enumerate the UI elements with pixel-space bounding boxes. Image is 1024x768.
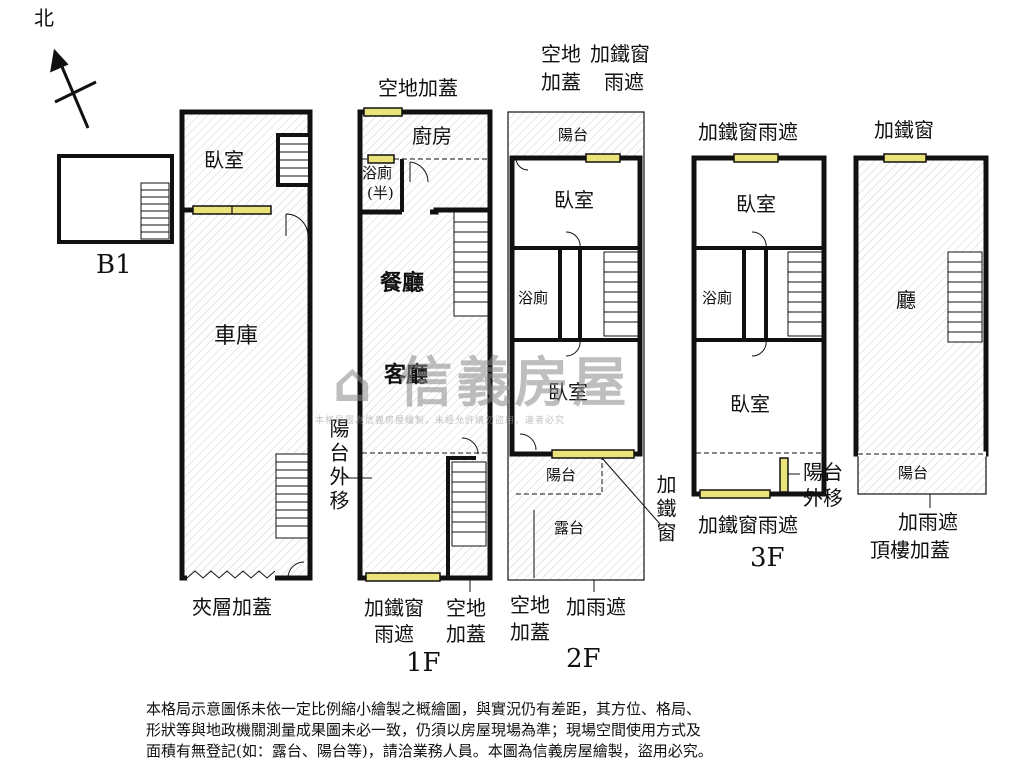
- roof-bottom-note-2: 頂樓加蓋: [870, 538, 950, 562]
- 2f-bath-label: 浴廁: [518, 289, 549, 307]
- 1f-bottom-note-4: 加蓋: [446, 622, 486, 646]
- 3f-top-note: 加鐵窗雨遮: [698, 120, 798, 144]
- disclaimer: 本格局示意圖係未依一定比例縮小繪製之概繪圖，與實況仍有差距，其方位、格局、 形狀…: [146, 699, 886, 762]
- floor-3f-plan: [691, 153, 827, 499]
- floor-2f-plan: [507, 111, 661, 581]
- garage-label: 車庫: [214, 324, 259, 349]
- b1-title: B1: [96, 250, 132, 280]
- 2f-bedroom-top: 臥室: [554, 188, 594, 212]
- 1f-bottom-note-1: 加鐵窗: [364, 596, 424, 620]
- living-label: 客廳: [384, 362, 429, 388]
- 1f-top-note: 空地加蓋: [378, 76, 458, 100]
- roof-top-note: 加鐵窗: [874, 118, 934, 142]
- watermark-text: 信義房屋: [398, 351, 631, 414]
- leader-lines: [340, 473, 800, 592]
- 1f-bottom-note-2: 雨遮: [374, 622, 414, 646]
- 3f-balcony-moved-1: 陽台: [803, 460, 843, 484]
- 2f-terrace: 露台: [554, 519, 585, 537]
- north-arrow-icon: [50, 48, 97, 129]
- 2f-top-note-2: 加蓋: [541, 70, 581, 94]
- 2f-balcony-top: 陽台: [558, 126, 589, 144]
- disclaimer-line: 本格局示意圖係未依一定比例縮小繪製之概繪圖，與實況仍有差距，其方位、格局、: [146, 700, 702, 718]
- roof-hall-label: 廳: [896, 288, 916, 312]
- kitchen-label: 廚房: [412, 124, 452, 148]
- 2f-bottom-note-1: 空地: [510, 593, 550, 617]
- 3f-bedroom-mid: 臥室: [730, 392, 770, 416]
- 2f-top-note-3: 加鐵窗: [590, 42, 650, 66]
- floor-1f-plan: [357, 107, 493, 582]
- disclaimer-line: 形狀等與地政機關測量成果圖未必一致，仍須以房屋現場為準；現場空間使用方式及: [146, 721, 702, 739]
- 2f-side-note: 加鐵窗: [653, 474, 677, 546]
- mezzanine-note: 夾層加蓋: [192, 595, 272, 619]
- dining-label: 餐廳: [380, 270, 425, 296]
- 1f-title: 1F: [406, 648, 441, 678]
- 1f-bath-sub: (半): [367, 184, 394, 202]
- roof-bottom-note-1: 加雨遮: [898, 510, 958, 534]
- 1f-bath-label: 浴廁: [362, 164, 393, 182]
- disclaimer-line: 面積有無登記(如：露台、陽台等)，請洽業務人員。本圖為信義房屋繪製，盜用必究。: [146, 742, 713, 760]
- north-label: 北: [34, 6, 54, 30]
- roof-balcony-label: 陽台: [898, 464, 929, 482]
- 3f-bottom-note: 加鐵窗雨遮: [698, 513, 798, 537]
- 3f-title: 3F: [750, 543, 785, 573]
- 3f-bedroom-top: 臥室: [736, 192, 776, 216]
- b1-plan: [57, 154, 174, 244]
- 2f-top-note-4: 雨遮: [604, 70, 644, 94]
- roof-floor-plan: [853, 153, 989, 508]
- 2f-balcony-low: 陽台: [546, 466, 577, 484]
- 3f-bath-label: 浴廁: [702, 289, 733, 307]
- 2f-bottom-note-2: 加蓋: [510, 620, 550, 644]
- ground-floor-plan: [179, 109, 313, 581]
- 1f-bottom-note-3: 空地: [446, 596, 486, 620]
- house-logo-icon: ⌂: [333, 351, 376, 414]
- 2f-top-note-1: 空地: [541, 42, 581, 66]
- 2f-bottom-note-3: 加雨遮: [566, 595, 626, 619]
- watermark-subtext: 本格局圖為信義房屋繪製，未經允許請勿盜用，違者必究: [315, 416, 566, 426]
- 3f-balcony-moved-2: 外移: [803, 486, 843, 510]
- 2f-title: 2F: [566, 644, 601, 674]
- 1f-balcony-moved: 陽台外移: [326, 418, 350, 514]
- watermark-logo: ⌂ 信義房屋: [333, 338, 630, 417]
- ground-bedroom-label: 臥室: [204, 148, 244, 172]
- 2f-bedroom-mid: 臥室: [548, 380, 588, 404]
